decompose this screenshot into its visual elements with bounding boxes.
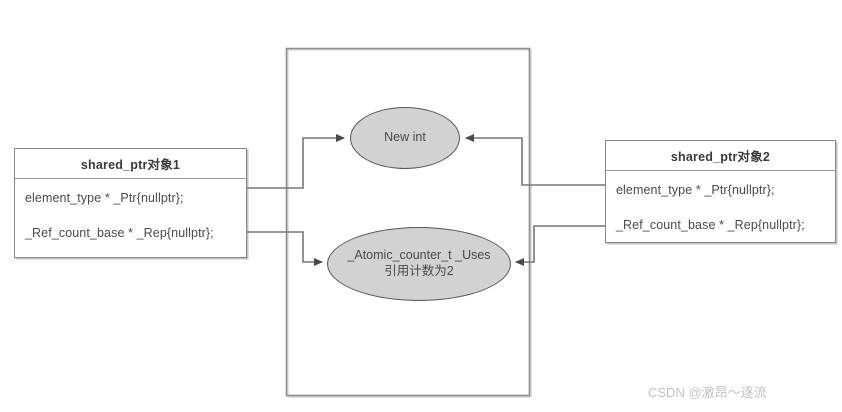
shared-ptr-object-1-title: shared_ptr对象1 xyxy=(15,149,246,179)
wire-obj2-rep-to-refcount xyxy=(515,225,605,266)
shared-ptr-object-2-title: shared_ptr对象2 xyxy=(606,141,835,171)
shared-ptr-object-2-box: shared_ptr对象2 element_type * _Ptr{nullpt… xyxy=(605,140,836,243)
wire-obj1-ptr-to-newint xyxy=(247,134,345,189)
new-int-node: New int xyxy=(350,107,460,169)
watermark-text: CSDN @激昂～逐流 xyxy=(648,385,767,400)
heap-boundary-rectangle xyxy=(285,47,531,397)
object-1-field-ptr: element_type * _Ptr{nullptr}; xyxy=(25,191,184,205)
object-2-field-ptr: element_type * _Ptr{nullptr}; xyxy=(616,183,775,197)
shared-ptr-object-1-box: shared_ptr对象1 element_type * _Ptr{nullpt… xyxy=(14,148,247,258)
heap-boundary-shadow xyxy=(287,49,532,398)
wire-obj1-rep-to-refcount xyxy=(247,231,323,266)
shared-ptr-object-2-fields: element_type * _Ptr{nullptr}; _Ref_count… xyxy=(606,171,835,242)
ref-count-node-label: _Atomic_counter_t _Uses xyxy=(347,248,491,263)
object-2-field-rep: _Ref_count_base * _Rep{nullptr}; xyxy=(616,218,805,232)
ref-count-node-sublabel: 引用计数为2 xyxy=(384,264,454,278)
ref-count-node: _Atomic_counter_t _Uses 引用计数为2 xyxy=(327,227,511,301)
new-int-node-label: New int xyxy=(384,130,426,145)
object-1-field-rep: _Ref_count_base * _Rep{nullptr}; xyxy=(25,226,214,240)
wire-obj2-ptr-to-newint xyxy=(465,134,605,186)
shared-ptr-object-1-fields: element_type * _Ptr{nullptr}; _Ref_count… xyxy=(15,179,246,250)
